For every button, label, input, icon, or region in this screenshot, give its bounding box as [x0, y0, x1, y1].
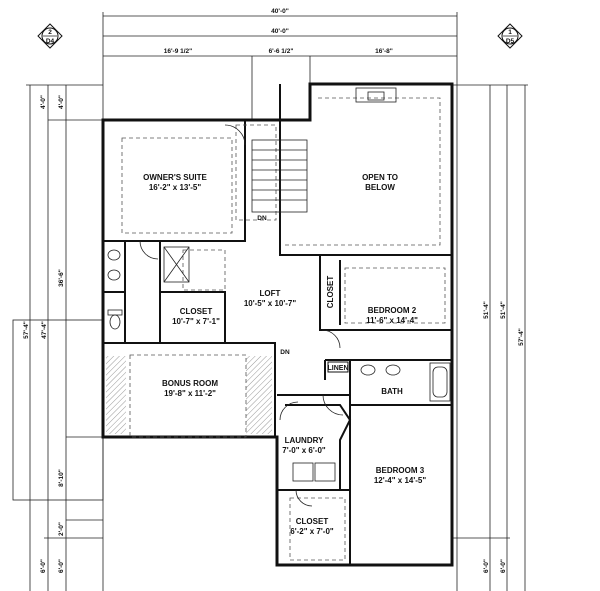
- bonus-room-knee-wall-right: [246, 356, 272, 434]
- dim-right-1-bottom: 6'-0": [483, 559, 490, 573]
- svg-text:CLOSET: CLOSET: [296, 517, 329, 526]
- svg-text:LOFT: LOFT: [260, 289, 281, 298]
- section-marker-right: 1 D5: [497, 23, 523, 49]
- door-swings: [139, 124, 344, 507]
- room-bonus-room: BONUS ROOM 19'-8" x 11'-2": [162, 379, 218, 398]
- room-bedroom-2: BEDROOM 2 11'-6" x 14'-4": [366, 306, 418, 325]
- room-bedroom-2-closet: CLOSET: [326, 276, 335, 309]
- linen-closet: [327, 361, 349, 373]
- room-bedroom-3-closet: CLOSET 6'-2" x 7'-0": [290, 517, 334, 536]
- svg-text:OWNER'S SUITE: OWNER'S SUITE: [143, 173, 207, 182]
- svg-text:D4: D4: [46, 38, 55, 45]
- dim-left-mid-top: 4'-0": [40, 95, 47, 109]
- svg-text:CLOSET: CLOSET: [180, 307, 213, 316]
- dim-left-inner-top: 4'-0": [58, 95, 65, 109]
- svg-text:16'-2" x 13'-5": 16'-2" x 13'-5": [149, 183, 202, 192]
- svg-text:LAUNDRY: LAUNDRY: [285, 436, 324, 445]
- dim-right-3: 57'-4": [518, 328, 525, 346]
- stair-label-dn: DN: [257, 215, 267, 222]
- dim-top-overall-2: 40'-0": [271, 28, 289, 35]
- dim-top-seg-3: 16'-8": [375, 48, 393, 55]
- interior-walls: [103, 84, 452, 565]
- dim-left-middle: 47'-4": [41, 321, 48, 339]
- svg-text:11'-6" x 14'-4": 11'-6" x 14'-4": [366, 316, 418, 325]
- sink-icons: [107, 249, 401, 376]
- shower-icon: [163, 246, 190, 283]
- svg-text:BELOW: BELOW: [365, 183, 395, 192]
- dim-top-seg-1: 16'-9 1/2": [164, 48, 192, 55]
- dim-left-mid-bottom: 6'-0": [40, 559, 47, 573]
- section-marker-left: 2 D4: [37, 23, 63, 49]
- room-open-to-below: OPEN TO BELOW: [362, 173, 398, 192]
- right-dimensions: [452, 84, 528, 591]
- dim-left-inner-1: 36'-6": [58, 269, 65, 287]
- room-bath: BATH: [381, 387, 403, 396]
- room-owner-closet: CLOSET 10'-7" x 7'-1": [172, 307, 220, 326]
- room-linen: LINEN: [328, 365, 349, 372]
- bonus-room-knee-wall-left: [106, 356, 126, 434]
- dim-left-outer: 57'-4": [23, 321, 30, 339]
- dim-right-1: 51'-4": [483, 301, 490, 319]
- svg-text:7'-0" x 6'-0": 7'-0" x 6'-0": [282, 446, 326, 455]
- svg-text:12'-4" x 14'-5": 12'-4" x 14'-5": [374, 476, 427, 485]
- dim-left-inner-3: 2'-0": [58, 522, 65, 536]
- room-owners-suite: OWNER'S SUITE 16'-2" x 13'-5": [143, 173, 207, 192]
- svg-text:19'-8" x 11'-2": 19'-8" x 11'-2": [164, 389, 216, 398]
- room-bedroom-3: BEDROOM 3 12'-4" x 14'-5": [374, 466, 427, 485]
- bathtub-icon: [429, 362, 451, 402]
- dim-left-inner-4: 6'-0": [58, 559, 65, 573]
- room-loft: LOFT 10'-5" x 10'-7": [244, 289, 297, 308]
- svg-text:OPEN TO: OPEN TO: [362, 173, 398, 182]
- stair-label-dn-2: DN: [280, 349, 290, 356]
- svg-text:BONUS ROOM: BONUS ROOM: [162, 379, 218, 388]
- dim-right-2: 51'-4": [500, 301, 507, 319]
- dim-left-inner-2: 8'-10": [58, 469, 65, 487]
- room-laundry: LAUNDRY 7'-0" x 6'-0": [282, 436, 326, 455]
- svg-text:6'-2" x 7'-0": 6'-2" x 7'-0": [290, 527, 334, 536]
- washer-dryer-icon: [292, 462, 336, 482]
- stairs: [251, 139, 308, 213]
- ceiling-lines: [121, 97, 446, 561]
- fireplace-icon: [355, 87, 397, 103]
- dim-top-seg-2: 6'-6 1/2": [269, 48, 294, 55]
- dim-top-overall: 40'-0": [271, 8, 289, 15]
- svg-text:BEDROOM 3: BEDROOM 3: [376, 466, 425, 475]
- dim-right-2-bottom: 6'-0": [500, 559, 507, 573]
- svg-text:BEDROOM 2: BEDROOM 2: [368, 306, 417, 315]
- svg-text:10'-5" x 10'-7": 10'-5" x 10'-7": [244, 299, 297, 308]
- svg-text:D5: D5: [506, 38, 515, 45]
- toilet-icon: [107, 309, 123, 330]
- svg-text:2: 2: [48, 29, 52, 36]
- svg-text:1: 1: [508, 29, 512, 36]
- svg-text:10'-7" x 7'-1": 10'-7" x 7'-1": [172, 317, 220, 326]
